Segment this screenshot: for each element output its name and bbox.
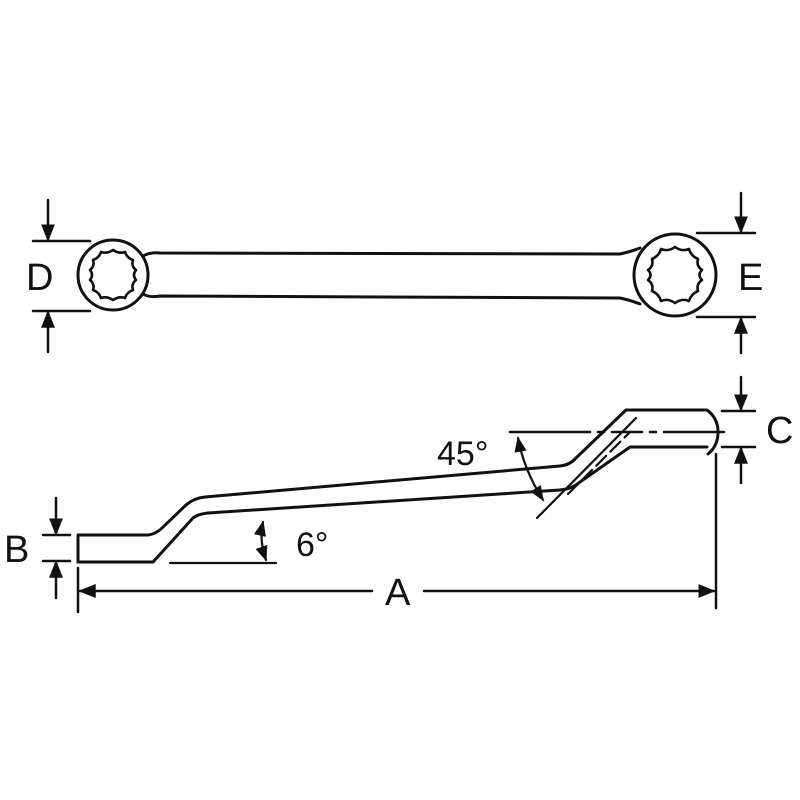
- label-angle-45: 45°: [437, 435, 488, 473]
- angle-reference-line: [535, 416, 638, 520]
- label-e: E: [738, 257, 763, 299]
- label-c: C: [766, 410, 793, 452]
- dimension-e: E: [695, 191, 763, 355]
- label-d: D: [26, 257, 53, 299]
- dimension-c: C: [720, 375, 793, 485]
- top-view: D E: [26, 191, 763, 355]
- dimension-a: A: [76, 452, 718, 614]
- angle-arc-45: [514, 436, 545, 502]
- dimension-b: B: [4, 496, 72, 600]
- twelve-point-socket-left: [88, 248, 138, 302]
- wrench-shaft-top: [141, 246, 642, 306]
- label-angle-6: 6°: [296, 526, 329, 564]
- head-axis-dashed: [566, 430, 632, 496]
- side-view: 45° 6° B C A: [4, 375, 793, 614]
- left-ring-head: [76, 238, 150, 312]
- right-ring-head: [632, 232, 718, 318]
- dimension-d: D: [26, 198, 92, 354]
- twelve-point-socket-right: [646, 245, 704, 305]
- angle-arc-6: [253, 520, 268, 562]
- label-b: B: [4, 529, 29, 571]
- label-a: A: [385, 572, 411, 614]
